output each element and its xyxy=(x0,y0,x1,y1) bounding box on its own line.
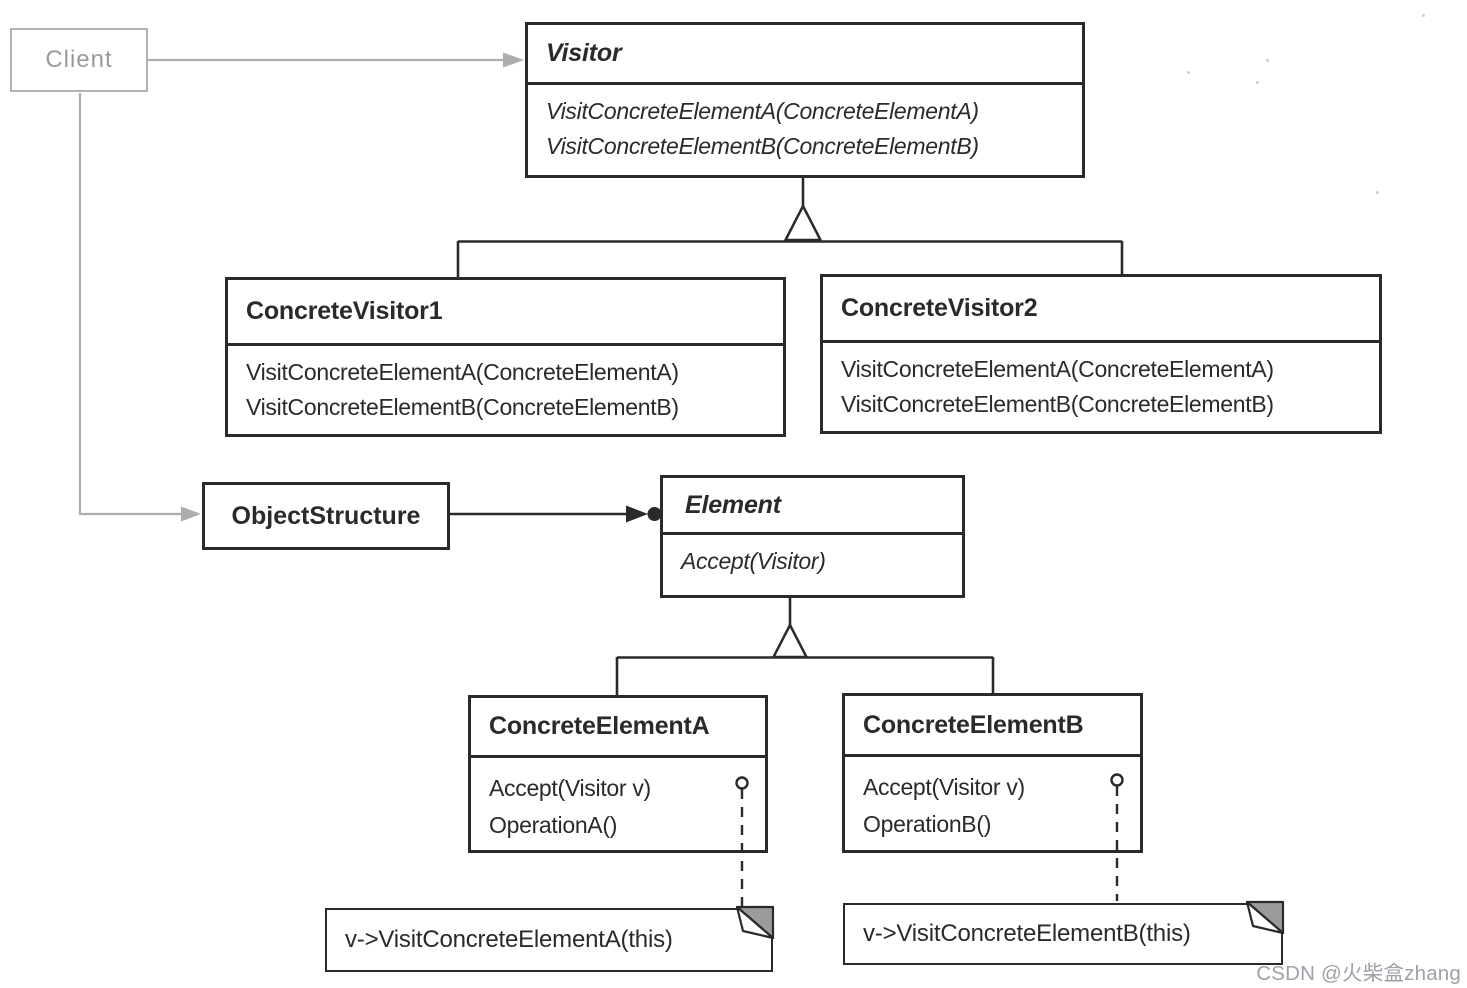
class-title: ConcreteElementA xyxy=(471,698,765,758)
method-list: Accept(Visitor v) OperationB() xyxy=(845,757,1140,843)
method-list: VisitConcreteElementA(ConcreteElementA) … xyxy=(528,85,1082,164)
dependency-arrow-client-to-objectstructure-icon xyxy=(78,93,201,522)
class-box-concrete-element-b: ConcreteElementB Accept(Visitor v) Opera… xyxy=(842,693,1143,853)
dependency-arrow-client-to-visitor-icon xyxy=(148,52,524,68)
class-title: Element xyxy=(663,478,962,535)
class-box-element: Element Accept(Visitor) xyxy=(660,475,965,598)
method-label: Accept(Visitor v) xyxy=(489,775,651,801)
class-box-concrete-visitor-2: ConcreteVisitor2 VisitConcreteElementA(C… xyxy=(820,274,1382,434)
inheritance-element-hierarchy xyxy=(615,598,995,697)
method-list: Accept(Visitor v) OperationA() xyxy=(471,758,765,844)
scan-speck xyxy=(1376,191,1379,194)
class-box-visitor: Visitor VisitConcreteElementA(ConcreteEl… xyxy=(525,22,1085,178)
method-label: OperationA() xyxy=(489,812,618,838)
dog-ear-fold-icon xyxy=(735,905,775,940)
class-title: ConcreteElementB xyxy=(845,696,1140,757)
dog-ear-fold-icon xyxy=(1245,900,1285,935)
method-list: VisitConcreteElementA(ConcreteElementA) … xyxy=(228,346,783,425)
class-box-object-structure: ObjectStructure xyxy=(202,482,450,550)
class-title: Visitor xyxy=(528,25,1082,85)
class-title: ObjectStructure xyxy=(231,501,421,530)
association-arrow-objectstructure-to-element-icon xyxy=(450,505,662,523)
inheritance-triangle-icon xyxy=(783,203,823,242)
note-visit-concrete-element-b: v->VisitConcreteElementB(this) xyxy=(843,900,1285,965)
csdn-watermark: CSDN @火柴盒zhang xyxy=(1256,962,1461,985)
method-label: VisitConcreteElementB(ConcreteElementB) xyxy=(841,391,1274,417)
class-title: Client xyxy=(45,46,113,73)
method-label: VisitConcreteElementB(ConcreteElementB) xyxy=(546,133,979,159)
scan-speck xyxy=(1187,71,1190,74)
note-text: v->VisitConcreteElementA(this) xyxy=(345,926,673,953)
class-title: ConcreteVisitor2 xyxy=(823,277,1379,343)
method-label: OperationB() xyxy=(863,811,992,837)
method-label: VisitConcreteElementA(ConcreteElementA) xyxy=(246,359,679,385)
scan-speck xyxy=(1266,59,1269,62)
note-text: v->VisitConcreteElementB(this) xyxy=(863,920,1191,947)
class-box-client: Client xyxy=(10,28,148,92)
inheritance-triangle-icon xyxy=(771,622,809,659)
method-label: VisitConcreteElementA(ConcreteElementA) xyxy=(546,98,979,124)
method-list: Accept(Visitor) xyxy=(663,535,962,579)
method-label: VisitConcreteElementB(ConcreteElementB) xyxy=(246,394,679,420)
method-label: VisitConcreteElementA(ConcreteElementA) xyxy=(841,356,1274,382)
class-box-concrete-element-a: ConcreteElementA Accept(Visitor v) Opera… xyxy=(468,695,768,853)
method-label: Accept(Visitor v) xyxy=(863,774,1025,800)
class-title: ConcreteVisitor1 xyxy=(228,280,783,346)
scan-speck xyxy=(1422,14,1425,17)
class-box-concrete-visitor-1: ConcreteVisitor1 VisitConcreteElementA(C… xyxy=(225,277,786,437)
note-visit-concrete-element-a: v->VisitConcreteElementA(this) xyxy=(325,905,775,972)
inheritance-visitor-hierarchy xyxy=(456,178,1124,279)
method-label: Accept(Visitor) xyxy=(681,548,826,574)
method-list: VisitConcreteElementA(ConcreteElementA) … xyxy=(823,343,1379,422)
scan-speck xyxy=(1256,81,1259,84)
